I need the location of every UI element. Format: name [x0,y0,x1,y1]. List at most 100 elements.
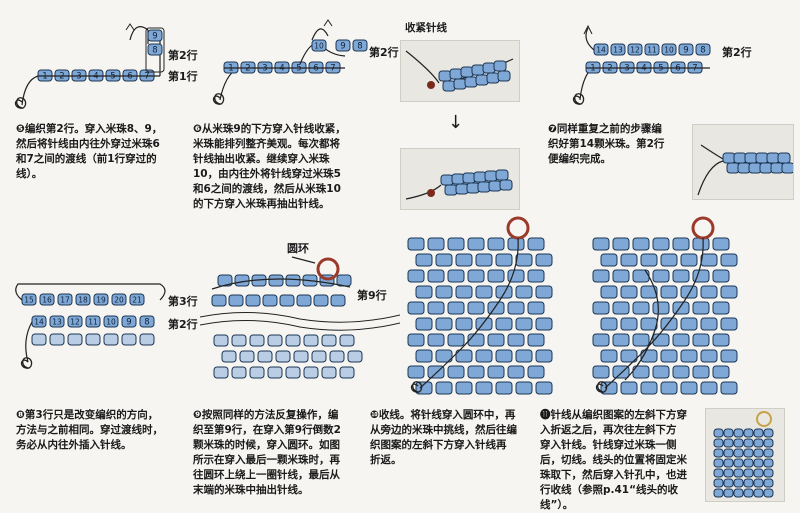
bead-number: 9 [340,42,345,52]
bead [436,318,452,330]
bead [681,254,697,266]
bead [701,350,717,362]
bead [724,429,733,437]
bead [485,171,497,181]
bead [516,286,532,298]
bead [782,163,793,173]
bead [613,334,629,346]
bead [496,318,512,330]
photo-closing-1 [400,40,520,102]
bead [468,238,484,250]
bead [734,429,743,437]
bead [593,334,609,346]
bead [428,334,444,346]
bead [721,254,737,266]
bead [714,439,723,447]
bead [448,238,464,250]
bead [734,449,743,457]
bead [713,270,729,282]
bead [771,163,783,173]
bead [764,489,773,497]
photo-step7-art [693,125,793,199]
bead [448,334,464,346]
bead [764,459,773,467]
bead [701,286,717,298]
bead-number: 17 [60,296,70,305]
bead [456,318,472,330]
bead [428,302,444,314]
bead [701,254,717,266]
bead [724,439,733,447]
bead [681,286,697,298]
bead [714,459,723,467]
bead [250,335,264,346]
bead-dark-icon [427,81,435,89]
bead [693,366,709,378]
closing-needle-label: 收紧针线 [405,20,447,35]
bead [673,238,689,250]
bead [488,270,504,282]
bead [727,163,739,173]
bead [456,286,472,298]
bead [104,334,118,345]
bead [738,163,750,173]
bead [681,350,697,362]
bead [456,254,472,266]
bead [476,382,492,394]
row1-label: 第1行 [168,68,198,84]
bead [454,79,466,89]
bead-number: 11 [88,318,98,327]
bead [416,318,432,330]
bead-number: 18 [78,296,88,305]
bead [488,334,504,346]
thread-line [200,320,400,330]
bead [641,382,657,394]
bead [304,335,318,346]
bead [478,182,490,192]
bead-number: 9 [126,318,131,328]
bead-number: 8 [144,318,149,328]
bead [713,334,729,346]
bead [268,367,282,378]
bead [721,350,737,362]
bead [744,459,753,467]
bead [601,318,617,330]
bead [496,382,512,394]
bead [621,254,637,266]
bead [212,295,226,306]
bead [246,295,260,306]
bead [408,238,424,250]
row2-label: 第2行 [168,47,198,63]
bead [428,270,444,282]
bead [214,335,228,346]
bead [724,449,733,457]
bead [258,351,272,362]
bead [653,238,669,250]
bead [498,71,510,81]
bead-number: 14 [34,318,44,327]
bead-number: 10 [664,46,674,55]
bead [653,334,669,346]
bead [408,302,424,314]
bead-number: 15 [24,296,34,305]
photo-finished-art [706,409,784,501]
bead [764,429,773,437]
bead [724,479,733,487]
bead [714,469,723,477]
bead [745,153,757,163]
bead [661,254,677,266]
step9-diagram [200,235,400,385]
bead [516,382,532,394]
bead [276,351,290,362]
step11-text: ⓫针线从编织图案的左斜下方穿 入折返之后，再次往左斜下方 穿入针线。针线穿过米珠… [540,408,700,513]
bead-number: 9 [152,32,157,42]
bead [250,367,264,378]
bead [661,286,677,298]
bead [508,238,524,250]
bead [222,351,236,362]
row2-label: 第2行 [722,44,752,60]
step9-text: ❾按照同样的方法反复操作，编 织至第9行，在穿入第9行倒数2 颗米珠的时候，穿入… [193,408,383,498]
bead [456,382,472,394]
bead [601,286,617,298]
row2-label: 第2行 [168,316,198,332]
